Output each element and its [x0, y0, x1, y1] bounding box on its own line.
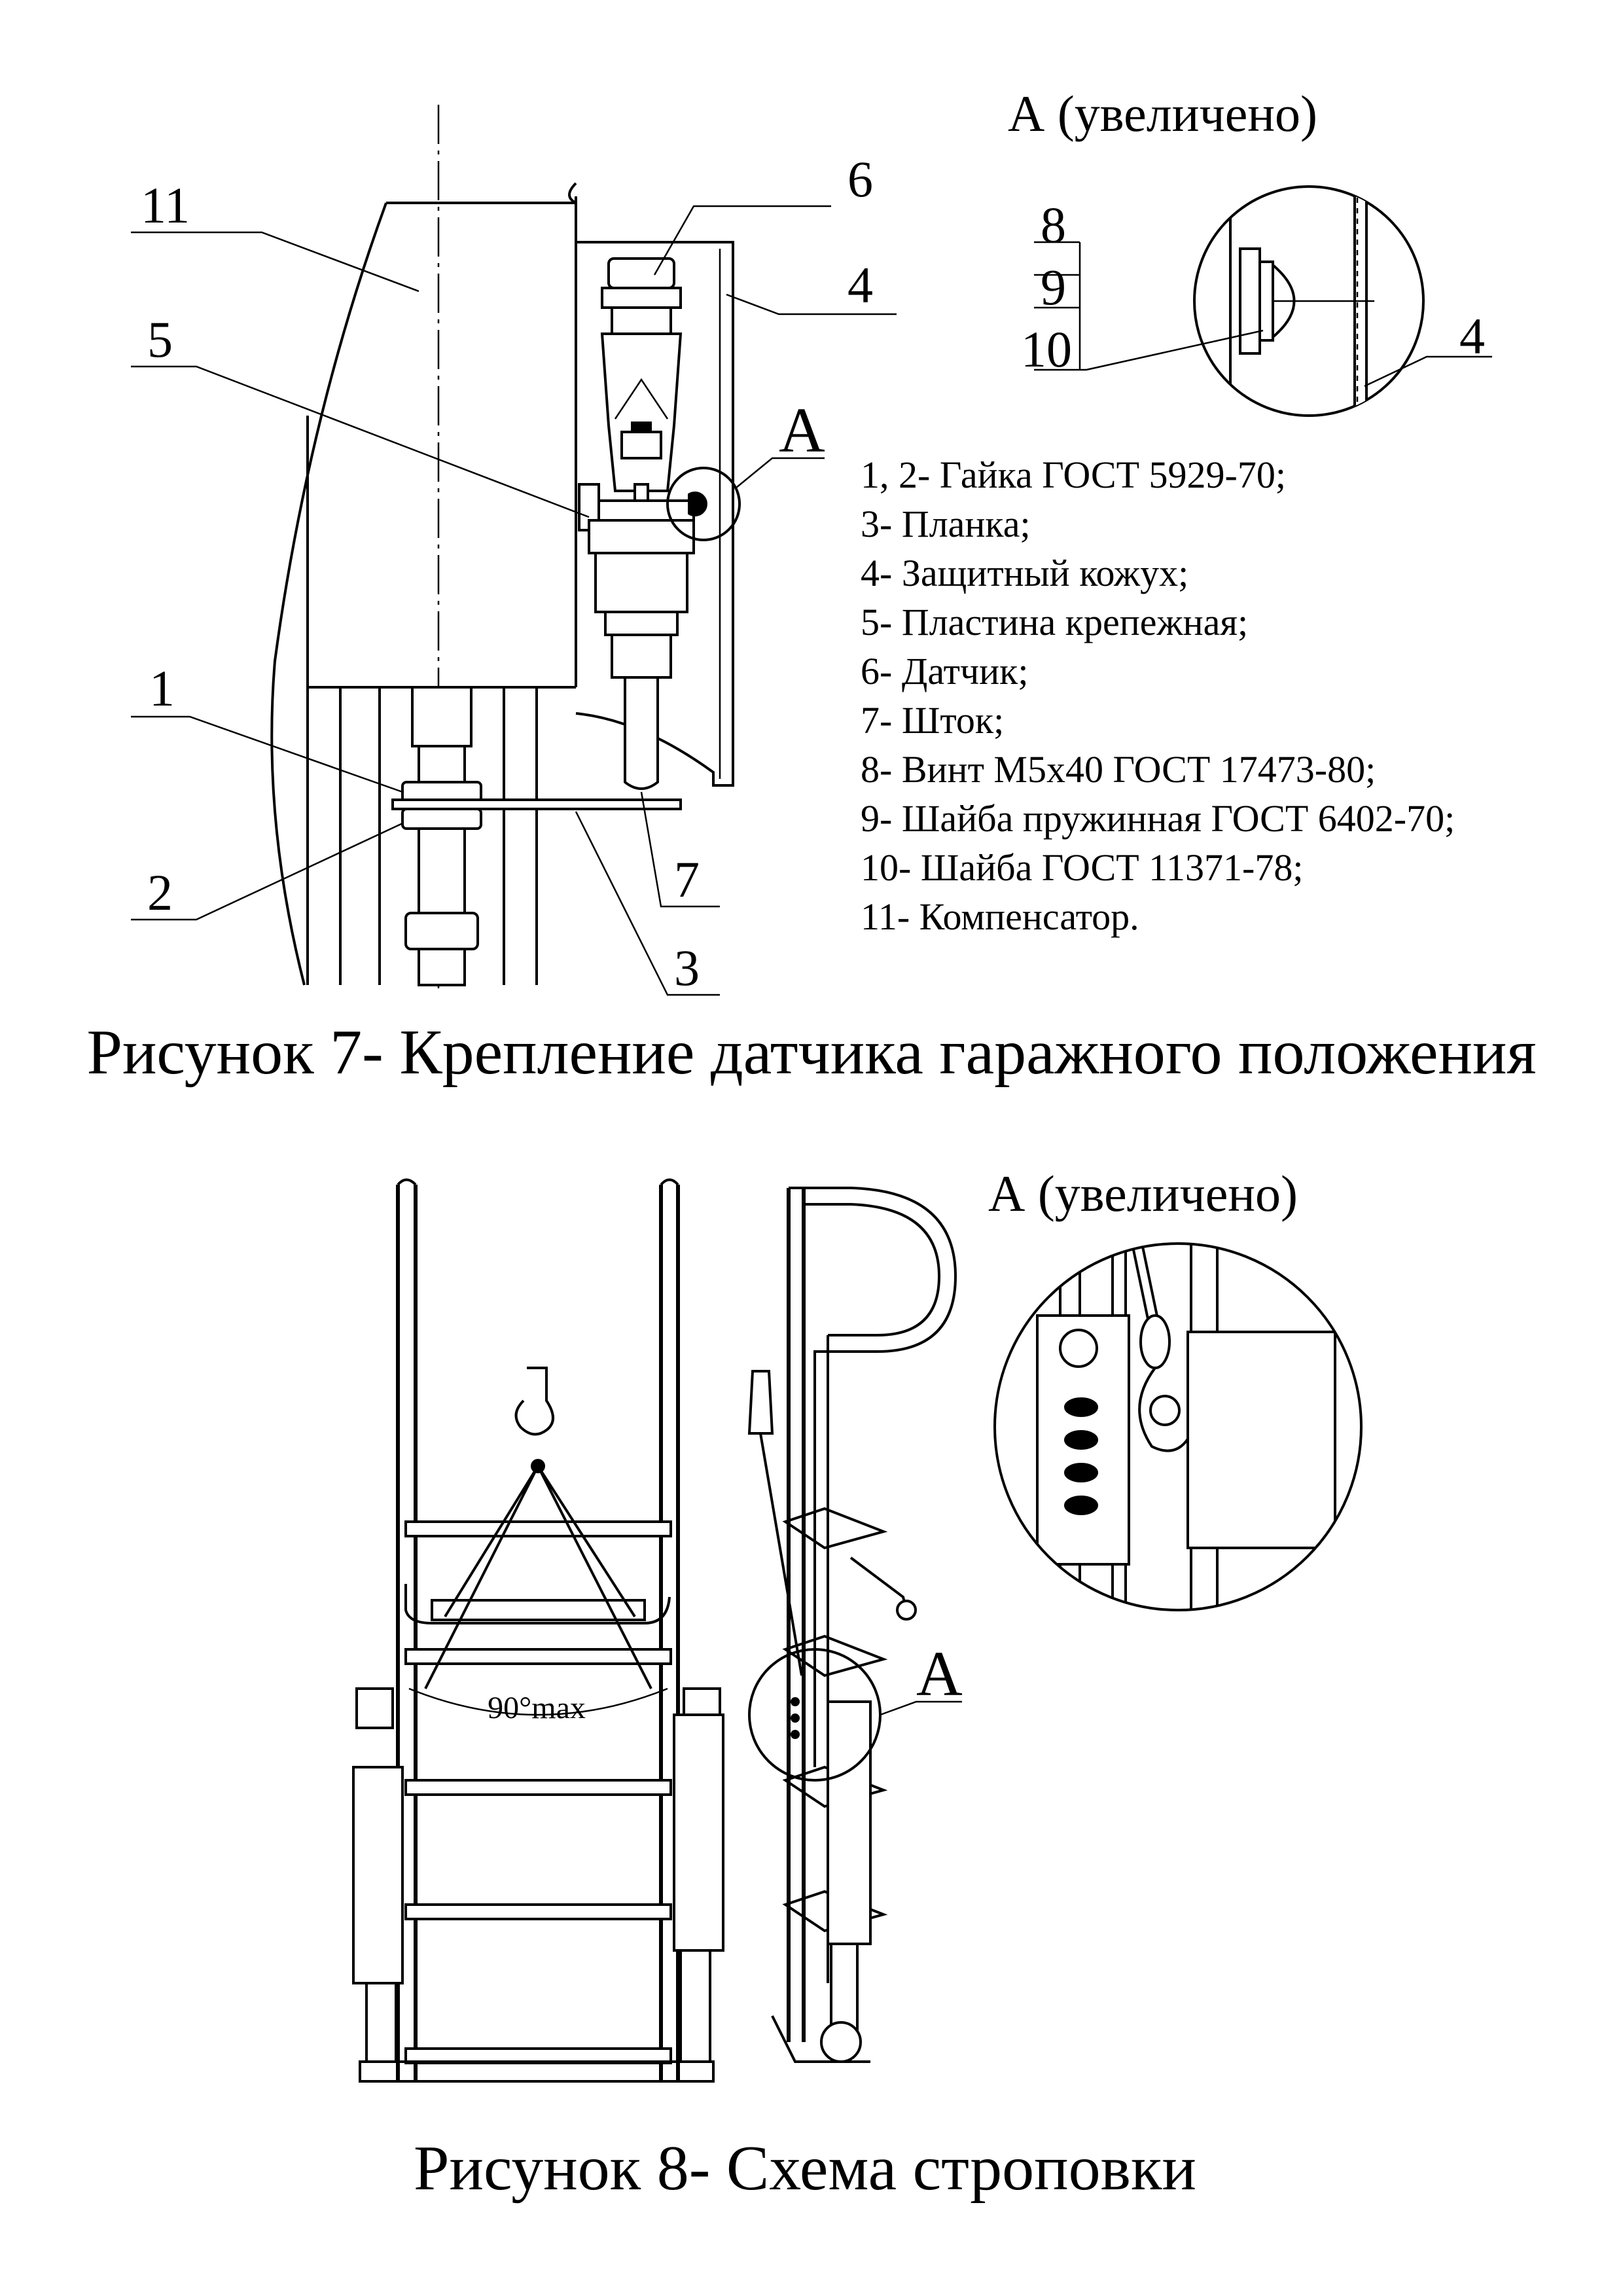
callout-3: 3 [674, 939, 700, 996]
legend-item: 6- Датчик; [861, 650, 1028, 692]
wheel [820, 2021, 862, 2063]
nut-2 [401, 808, 482, 830]
legend-item: 5- Пластина крепежная; [861, 601, 1248, 643]
figure8-caption: Рисунок 8- Схема строповки [414, 2133, 1196, 2204]
detail-callout-9: 9 [1041, 259, 1066, 315]
rung [404, 1520, 672, 1537]
figure7-caption: Рисунок 7- Крепление датчика гаражного п… [86, 1017, 1536, 1088]
callout-5: 5 [147, 311, 173, 368]
sling [424, 1465, 652, 1689]
detail-callout-4: 4 [1459, 308, 1485, 365]
detail-callout-10: 10 [1021, 321, 1072, 378]
legend-item: 9- Шайба пружинная ГОСТ 6402-70; [861, 797, 1455, 840]
legend-item: 8- Винт М5х40 ГОСТ 17473-80; [861, 748, 1376, 791]
detail-callout-8: 8 [1041, 196, 1066, 253]
figure8-section-marker-a: А [916, 1639, 963, 1710]
sensor-body [600, 332, 683, 492]
figure7-detail-a [1034, 185, 1492, 417]
figure8-side-view [747, 1187, 962, 2063]
callout-6: 6 [847, 151, 873, 207]
callout-7: 7 [674, 851, 700, 908]
callout-1: 1 [149, 660, 175, 717]
section-marker-a: А [779, 395, 825, 466]
angle-label: 90°max [488, 1691, 586, 1725]
legend-item: 1, 2- Гайка ГОСТ 5929-70; [861, 454, 1286, 496]
legend-item: 10- Шайба ГОСТ 11371-78; [861, 846, 1303, 889]
protective-cover [575, 241, 734, 787]
callout-4: 4 [847, 257, 873, 314]
stem-7 [624, 676, 659, 790]
detail-view-title: А (увеличено) [1008, 85, 1317, 142]
crane-hook [514, 1367, 554, 1436]
rung [404, 1779, 672, 1796]
figure7-drawing [131, 105, 897, 996]
figure8-front-view [352, 1178, 724, 2083]
rod-upper [411, 686, 473, 747]
rung [404, 1648, 672, 1665]
callout-11: 11 [141, 177, 190, 234]
legend-item: 11- Компенсатор. [861, 895, 1139, 938]
callout-2: 2 [147, 864, 173, 921]
legend-item: 3- Планка; [861, 503, 1031, 545]
plate-3 [391, 798, 682, 810]
legend-item: 4- Защитный кожух; [861, 552, 1188, 594]
figure7-legend: 1, 2- Гайка ГОСТ 5929-70; 3- Планка; 4- … [861, 454, 1455, 938]
legend-item: 7- Шток; [861, 699, 1004, 742]
figure8-detail-view-title: А (увеличено) [988, 1165, 1298, 1222]
figure8-detail-a [993, 1242, 1363, 1611]
sensor-nut [607, 257, 675, 289]
rung [404, 1903, 672, 1920]
